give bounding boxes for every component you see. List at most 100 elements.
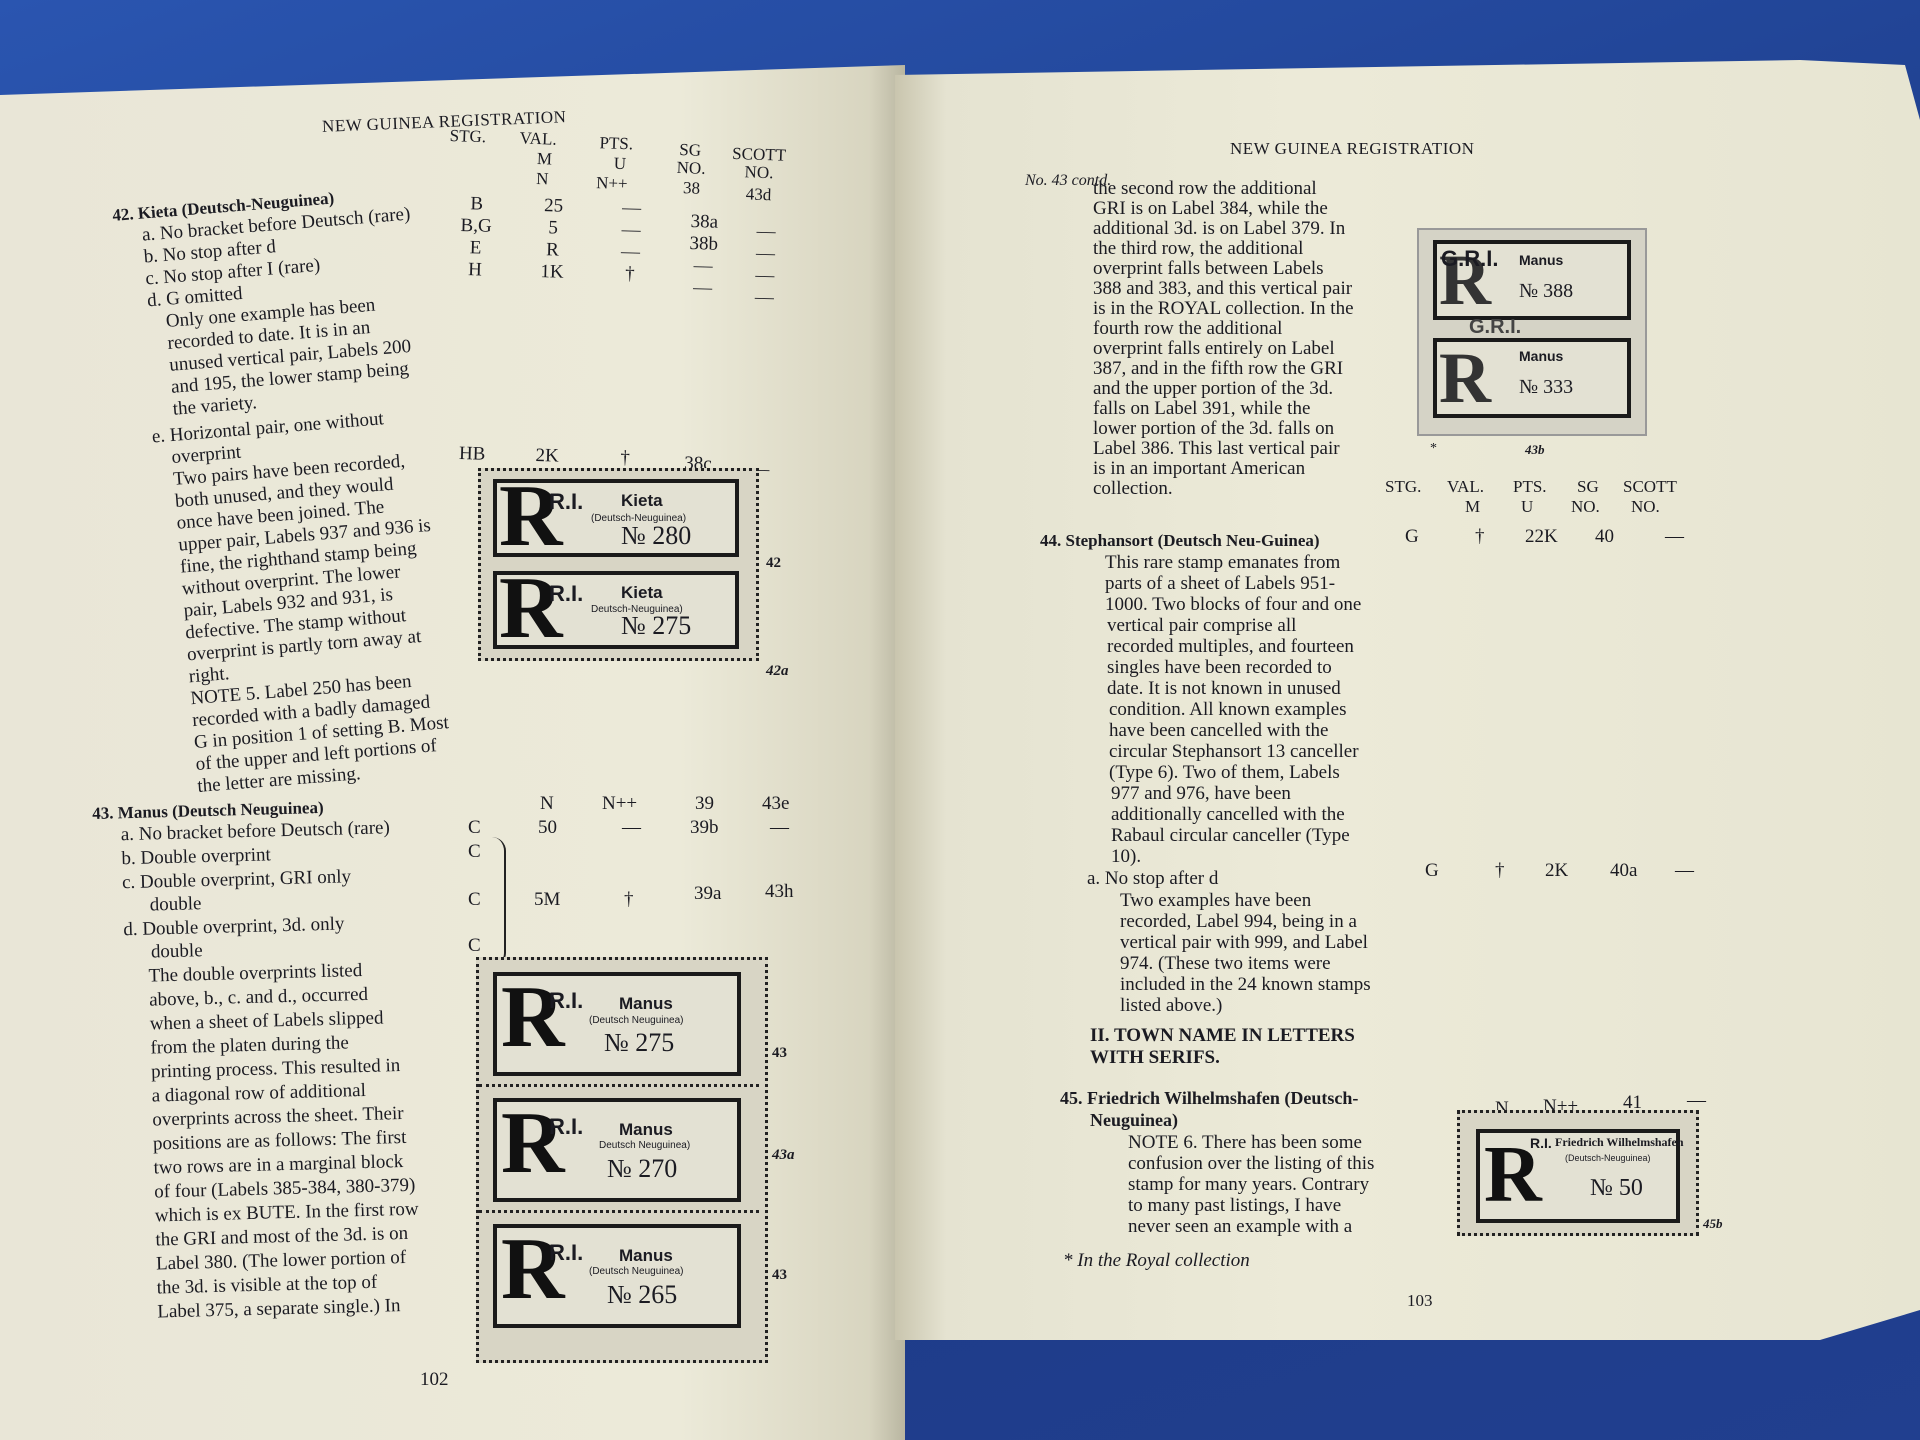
cell: E [469, 237, 482, 259]
cell: 1K [540, 261, 564, 283]
text-line: never seen an example with a [1128, 1216, 1353, 1237]
hdr-no: NO. [1571, 497, 1600, 516]
cell: 2K [1545, 860, 1569, 881]
hdr-m: M [1465, 497, 1481, 516]
text-line: have been cancelled with the [1109, 720, 1329, 741]
contd-label: No. 43 contd. [1025, 172, 1112, 189]
figure-tag: 43a [772, 1147, 795, 1163]
figure-tag: 43 [772, 1045, 787, 1061]
text-line: GRI is on Label 384, while the [1093, 198, 1328, 219]
hdr-scott: SCOTT [1623, 477, 1677, 496]
hdr-no2: NO. [1631, 497, 1660, 516]
text-line: listed above.) [1120, 995, 1223, 1016]
stamp-gri: R.I. [1530, 1135, 1552, 1151]
text-line: from the platen during the [150, 1032, 350, 1059]
cell: — [693, 255, 713, 277]
text-line: is in the ROYAL collection. In the [1093, 298, 1354, 319]
cell: 39b [690, 817, 719, 838]
entry-43-values: C C C C 50 — 39b — 5M † 39a 43h [462, 817, 812, 977]
stamp-sub: Deutsch-Neuguinea) [591, 604, 683, 615]
cell: 2K [535, 445, 560, 467]
stamp-frame [493, 479, 739, 557]
entry-43-d2: double [150, 940, 203, 963]
text-line: which is ex BUTE. In the first row [154, 1198, 419, 1227]
entry-45-title: 45. Friedrich Wilhelmshafen (Deutsch- [1060, 1088, 1359, 1108]
text-line: the GRI and most of the 3d. is on [155, 1222, 409, 1251]
stamp-image-42: R R.I. Kieta (Deutsch-Neuguinea) № 280 R… [478, 468, 759, 661]
stamp-town: Friedrich Wilhelmshafen [1555, 1135, 1684, 1149]
cell: — [620, 241, 641, 263]
text-line: two rows are in a marginal block [153, 1150, 404, 1179]
stamp-gri: R.I. [549, 988, 584, 1013]
entry-44a-text: Two examples have been recorded, Label 9… [1120, 890, 1460, 1020]
stamp-number: № 388 [1519, 280, 1574, 302]
text-line: (Type 6). Two of them, Labels [1109, 762, 1340, 783]
cell: 39 [695, 793, 714, 814]
registration-r-mark: R [499, 468, 563, 565]
text-line: 10). [1111, 846, 1142, 867]
stamp-town: Kieta [621, 583, 663, 602]
running-head: NEW GUINEA REGISTRATION [1230, 139, 1475, 158]
cell: 39a [694, 883, 722, 904]
cell: 50 [538, 817, 557, 838]
hdr-npp: N++ [595, 173, 628, 194]
cell: † [620, 447, 631, 469]
text-line: Label 386. This last vertical pair [1093, 438, 1340, 459]
stamp-image-45b: R R.I. Friedrich Wilhelmshafen (Deutsch-… [1457, 1110, 1699, 1236]
stamp-town: Manus [1519, 252, 1564, 268]
entry-43-c: c. Double overprint, GRI only [121, 866, 352, 894]
stamp-number: № 333 [1519, 376, 1574, 398]
text-line: additionally cancelled with the [1111, 804, 1345, 825]
cell: C [468, 841, 481, 862]
text-line: 974. (These two items were [1120, 953, 1331, 974]
page-number: 103 [1407, 1291, 1433, 1310]
hdr-u: U [613, 153, 627, 174]
entry-44-a: a. No stop after d [1087, 868, 1219, 889]
cell: B,G [460, 214, 492, 237]
stamp-image-43: R R.I. Manus (Deutsch Neuguinea) № 275 R… [476, 957, 768, 1363]
text-line: 1000. Two blocks of four and one [1105, 594, 1362, 615]
text-line: recorded, Label 994, being in a [1120, 911, 1357, 932]
stamp-frame [493, 972, 741, 1076]
cell: — [1687, 1090, 1706, 1111]
cell: N [540, 793, 554, 814]
cell: — [756, 220, 776, 243]
cell: C [468, 889, 481, 910]
stamp-town: Kieta [621, 491, 663, 510]
stamp-town: Manus [619, 1246, 673, 1265]
text-line: to many past listings, I have [1128, 1195, 1342, 1216]
registration-r-mark: R [1439, 240, 1491, 320]
text-line: vertical pair comprise all [1107, 615, 1297, 636]
text-line: singles have been recorded to [1107, 657, 1332, 678]
text-line: Label 375, a separate single.) In [157, 1295, 401, 1323]
text-line: the third row, the additional [1093, 238, 1304, 259]
hdr-no: NO. [676, 157, 706, 178]
text-line: stamp for many years. Contrary [1128, 1174, 1370, 1195]
entry-44-values: G † 22K 40 — [1405, 526, 1725, 550]
hdr-sg: SG [679, 140, 702, 160]
hdr-38: 38 [682, 178, 701, 198]
entry-43: 43. Manus (Deutsch Neuguinea) a. No brac… [92, 794, 467, 1363]
registration-r-mark: R [499, 560, 563, 657]
text-line: and the upper portion of the 3d. [1093, 378, 1334, 399]
stamp-number: № 265 [607, 1280, 678, 1309]
cell: H [467, 259, 483, 281]
page-number: 102 [420, 1369, 449, 1390]
entry-43-b: b. Double overprint [121, 844, 272, 870]
stamp-frame [1476, 1129, 1680, 1223]
registration-r-mark: R [1439, 338, 1491, 418]
perforation [479, 1210, 759, 1213]
entry-43-d: d. Double overprint, 3d. only [123, 913, 345, 941]
cell: C [468, 817, 481, 838]
stamp-town: Manus [1519, 348, 1564, 364]
left-page: NEW GUINEA REGISTRATION STG. VAL. PTS. S… [0, 65, 905, 1440]
stamp-image-43b: R G.R.I. Manus № 388 G.R.I. R Manus № 33… [1417, 228, 1647, 436]
text-line: right. [188, 663, 231, 688]
stamp-number: № 275 [604, 1028, 675, 1057]
stamp-sub: (Deutsch Neuguinea) [589, 1266, 684, 1277]
text-line: included in the 24 known stamps [1120, 974, 1371, 995]
text-line: circular Stephansort 13 canceller [1109, 741, 1359, 762]
hdr-u: U [1521, 497, 1534, 516]
hdr-no2: NO. [744, 162, 774, 183]
footnote: * In the Royal collection [1063, 1250, 1250, 1271]
